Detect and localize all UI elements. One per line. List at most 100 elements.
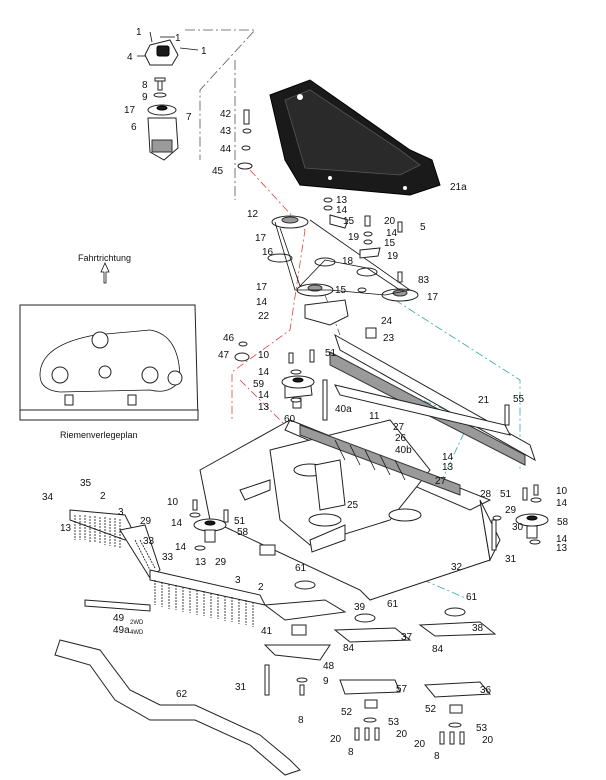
part-label: 51 [234, 516, 246, 527]
part-label: 14 [442, 452, 454, 463]
part-label: 17 [427, 292, 439, 303]
part-label: 59 [253, 379, 265, 390]
belt-cover-21a [269, 79, 441, 196]
part-label: 29 [140, 516, 152, 527]
part-label: 49 [113, 613, 125, 624]
part-label: 15 [384, 238, 396, 249]
part-label: 17 [256, 282, 268, 293]
part-label: 20 [330, 734, 342, 745]
part-label: 28 [480, 489, 492, 500]
part-label: 40a [335, 404, 352, 415]
part-label: 58 [237, 527, 249, 538]
part-label: 29 [215, 557, 227, 568]
part-label: 14 [258, 367, 270, 378]
part-label: 51 [500, 489, 512, 500]
part-label: 19 [348, 232, 360, 243]
variant-4wd: 4WD [130, 630, 144, 636]
direction-caption: Fahrtrichtung [78, 253, 131, 263]
part-label: 19 [387, 251, 399, 262]
part-label: 1 [201, 46, 207, 57]
part-label: 14 [386, 228, 398, 239]
part-label: 62 [176, 689, 188, 700]
part-label: 53 [476, 723, 488, 734]
part-label: 49a [113, 625, 130, 636]
part-label: 36 [480, 685, 492, 696]
part-label: 14 [171, 518, 183, 529]
part-label: 17 [255, 233, 267, 244]
part-label: 13 [195, 557, 207, 568]
part-label: 12 [247, 209, 259, 220]
guard-rail-62 [54, 639, 301, 776]
part-label: 47 [218, 350, 230, 361]
pulley-assembly [267, 197, 419, 363]
part-label: 46 [223, 333, 235, 344]
part-label: 8 [298, 715, 304, 726]
part-label: 52 [425, 704, 437, 715]
part-label: 4 [127, 52, 133, 63]
part-label: 41 [261, 626, 273, 637]
part-label: 20 [482, 735, 494, 746]
part-label: 34 [42, 492, 54, 503]
part-label: 14 [175, 542, 187, 553]
variant-2wd: 2WD [130, 620, 144, 626]
cover-assembly [137, 31, 199, 161]
part-label: 9 [323, 676, 329, 687]
part-label: 21a [450, 182, 467, 193]
part-label: 8 [142, 80, 148, 91]
hardware-42-45 [237, 109, 253, 170]
chain-curtains [69, 509, 266, 627]
part-label: 3 [235, 575, 241, 586]
part-label: 52 [341, 707, 353, 718]
part-label: 30 [512, 522, 524, 533]
part-label: 13 [442, 462, 454, 473]
part-label: 61 [295, 563, 307, 574]
belt-plan-caption: Riemenverlegeplan [60, 430, 138, 440]
part-label: 3 [118, 507, 124, 518]
part-label: 1 [175, 33, 181, 44]
part-label: 13 [336, 195, 348, 206]
part-label: 61 [387, 599, 399, 610]
part-label: 83 [418, 275, 430, 286]
link-bar-49 [84, 599, 151, 612]
part-label: 23 [383, 333, 395, 344]
part-label: 27 [393, 422, 405, 433]
part-label: 15 [335, 285, 347, 296]
mower-deck [199, 419, 501, 601]
part-label: 13 [258, 402, 270, 413]
part-label: 48 [323, 661, 335, 672]
part-label: 32 [451, 562, 463, 573]
part-label: 42 [220, 109, 232, 120]
part-label: 58 [557, 517, 569, 528]
part-label: 25 [347, 500, 359, 511]
part-label: 22 [258, 311, 270, 322]
part-label: 40b [395, 445, 412, 456]
blades [263, 580, 497, 745]
part-label: 57 [396, 684, 408, 695]
part-label: 38 [472, 623, 484, 634]
part-label: 37 [401, 632, 413, 643]
part-label: 6 [131, 122, 137, 133]
part-label: 14 [556, 534, 568, 545]
part-label: 7 [186, 112, 192, 123]
part-label: 17 [124, 105, 136, 116]
part-label: 33 [162, 552, 174, 563]
part-label: 21 [478, 395, 490, 406]
part-label: 13 [556, 543, 568, 554]
part-label: 43 [220, 126, 232, 137]
part-label: 13 [60, 523, 72, 534]
part-label: 45 [212, 166, 224, 177]
part-label: 53 [388, 717, 400, 728]
part-label: 84 [432, 644, 444, 655]
spindle-assembly-left [234, 341, 328, 421]
part-label: 55 [513, 394, 525, 405]
part-label: 1 [136, 27, 142, 38]
part-label: 31 [235, 682, 247, 693]
part-labels: 1 1 1 4 8 9 17 7 6 42 43 44 45 21a 13 14… [42, 27, 569, 762]
part-label: 26 [395, 433, 407, 444]
part-label: 5 [420, 222, 426, 233]
part-label: 39 [354, 602, 366, 613]
spindle-assembly-mid [189, 499, 229, 551]
part-label: 61 [466, 592, 478, 603]
